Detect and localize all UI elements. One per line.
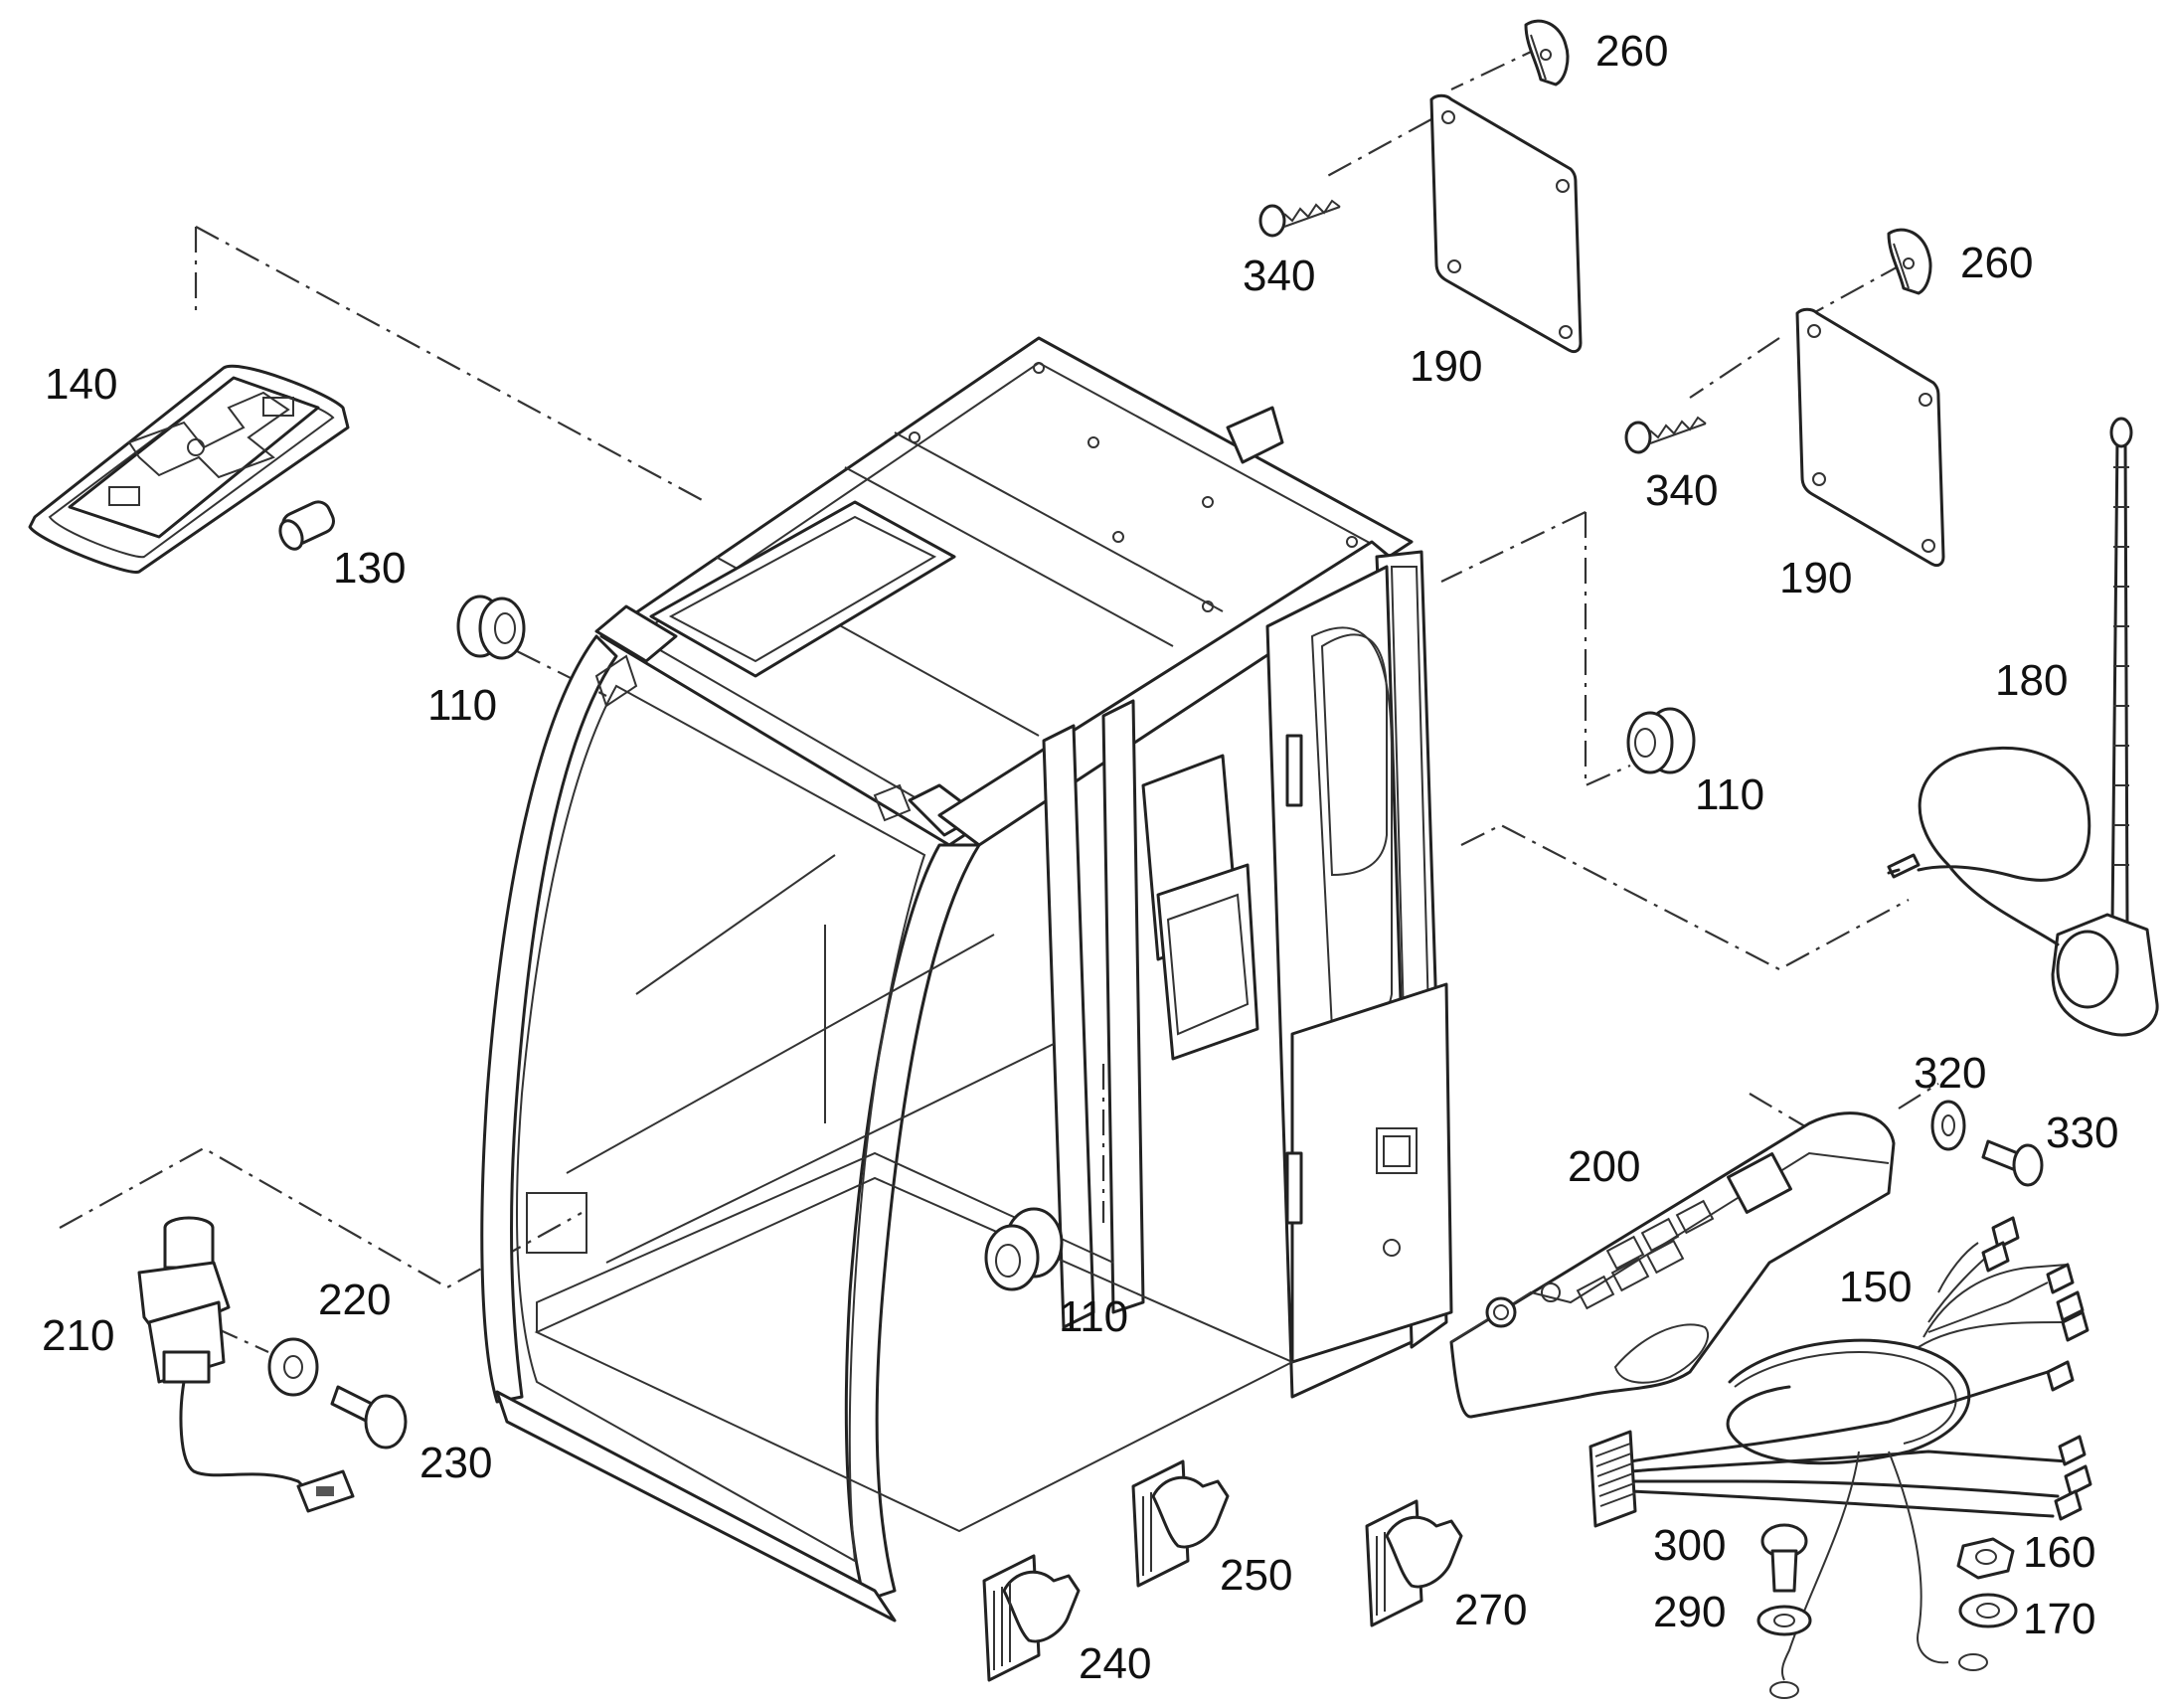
callout-130: 130 [333, 544, 407, 593]
callout-140: 140 [45, 360, 118, 409]
part-330-bolt [1981, 1139, 2044, 1187]
part-340-screw-1 [1258, 199, 1341, 238]
callout-330: 330 [2046, 1109, 2119, 1157]
part-160-nut [1956, 1537, 2015, 1580]
part-110-grommet-2 [1626, 707, 1696, 774]
callout-160: 160 [2023, 1528, 2096, 1577]
part-210-switch [137, 1216, 355, 1513]
part-150-harness [1588, 1216, 2092, 1699]
part-180-antenna [1887, 417, 2159, 1037]
part-260-clip-1 [1524, 19, 1570, 86]
callout-210: 210 [42, 1311, 115, 1360]
callout-150: 150 [1839, 1263, 1913, 1311]
callout-110: 110 [1059, 1292, 1129, 1341]
part-170-washer [1958, 1593, 2018, 1628]
part-110-grommet-1 [456, 595, 526, 660]
callout-320: 320 [1914, 1049, 1987, 1098]
callout-200: 200 [1568, 1142, 1641, 1191]
callout-270: 270 [1454, 1586, 1528, 1634]
callout-110: 110 [427, 681, 498, 730]
callout-190: 190 [1410, 342, 1483, 391]
part-270-clip [1365, 1499, 1463, 1627]
part-230-bolt [330, 1385, 408, 1450]
part-240-clip [982, 1554, 1081, 1682]
part-190-plate-2 [1795, 307, 1945, 568]
part-190-plate-1 [1429, 93, 1583, 354]
callout-190: 190 [1779, 554, 1853, 602]
part-110-grommet-3 [984, 1207, 1064, 1291]
callout-220: 220 [318, 1276, 392, 1324]
part-340-screw-2 [1624, 416, 1707, 454]
callout-110: 110 [1695, 770, 1765, 819]
callout-170: 170 [2023, 1595, 2096, 1643]
part-260-clip-2 [1887, 228, 1932, 295]
part-130-bulb [278, 500, 335, 551]
part-290-washer [1756, 1605, 1812, 1636]
cab-frame [480, 336, 1453, 1623]
callout-340: 340 [1243, 252, 1316, 300]
callout-230: 230 [419, 1439, 493, 1487]
part-300-screw [1760, 1523, 1808, 1593]
part-250-clip [1131, 1459, 1230, 1588]
callout-340: 340 [1645, 466, 1719, 515]
callout-240: 240 [1079, 1639, 1152, 1688]
callout-180: 180 [1995, 656, 2069, 705]
callout-260: 260 [1960, 239, 2034, 287]
callout-260: 260 [1595, 27, 1669, 76]
part-140-dome-light [28, 364, 350, 574]
part-320-washer [1930, 1100, 1966, 1151]
part-220-washer [267, 1337, 319, 1397]
callout-300: 300 [1653, 1521, 1727, 1570]
part-200-console [1449, 1111, 1896, 1419]
callout-290: 290 [1653, 1588, 1727, 1636]
callout-250: 250 [1220, 1551, 1293, 1600]
